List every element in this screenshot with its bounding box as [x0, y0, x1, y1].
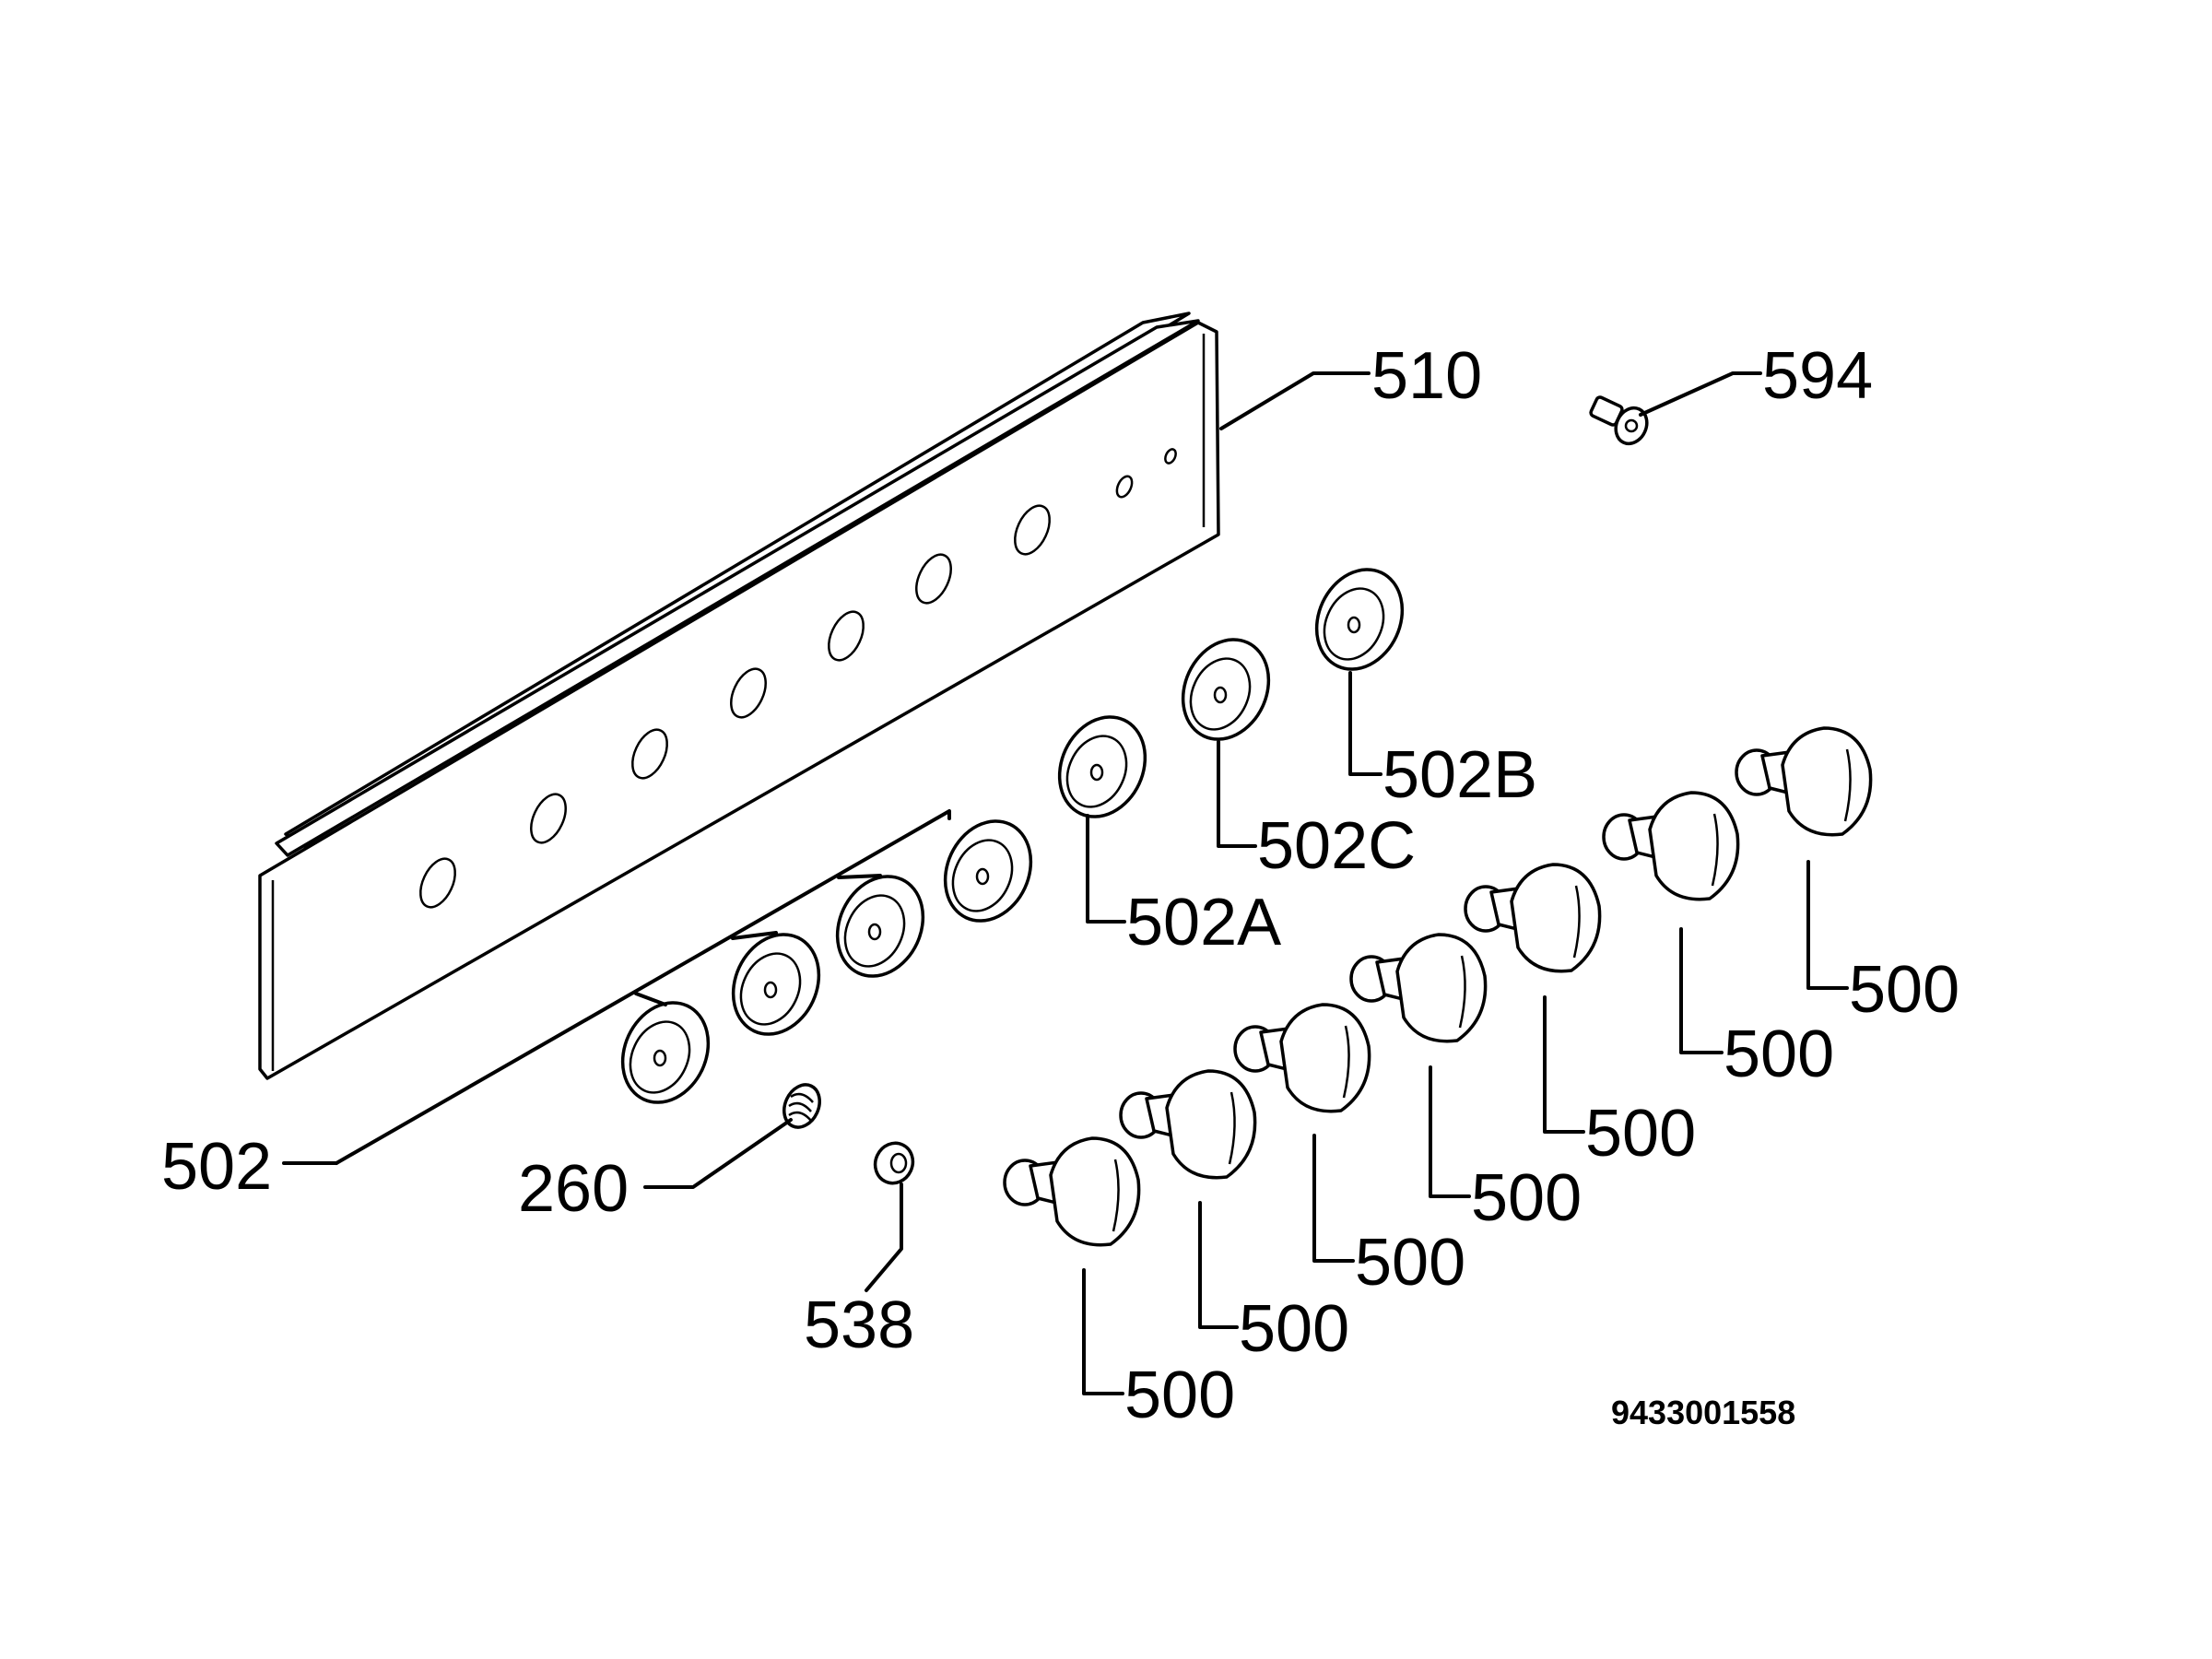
knob-500-3: [1233, 1003, 1371, 1113]
knob-500-7: [1735, 726, 1873, 837]
label-500-3: 500: [1355, 1226, 1465, 1300]
bezel-502a: [1057, 715, 1147, 818]
screw-594: [1589, 395, 1649, 446]
knob-500-6: [1602, 791, 1740, 901]
label-502: 502: [161, 1130, 272, 1204]
knob-500-1: [1003, 1136, 1141, 1247]
label-538: 538: [804, 1288, 914, 1362]
leader-lines: [282, 371, 1849, 1395]
knob-500-5: [1464, 863, 1602, 973]
document-number: 9433001558: [1611, 1394, 1795, 1431]
bezel-502c: [1181, 638, 1271, 741]
knob-500-2: [1119, 1069, 1257, 1180]
label-500-7: 500: [1849, 953, 1959, 1027]
label-500-1: 500: [1124, 1359, 1235, 1432]
label-502a: 502A: [1126, 886, 1281, 959]
label-502b: 502B: [1382, 738, 1537, 812]
label-500-4: 500: [1471, 1161, 1582, 1235]
bush-538: [873, 1141, 915, 1185]
control-panel-510: [258, 312, 1220, 1080]
label-502c: 502C: [1257, 809, 1416, 883]
label-594: 594: [1762, 339, 1873, 413]
label-500-5: 500: [1585, 1097, 1696, 1171]
label-510: 510: [1371, 339, 1482, 413]
label-500-6: 500: [1724, 1018, 1834, 1091]
knob-500-4: [1349, 933, 1488, 1043]
label-260: 260: [518, 1152, 629, 1226]
bezel-group-502: [335, 809, 1033, 1165]
label-500-2: 500: [1239, 1292, 1349, 1366]
bezel-502b: [1314, 568, 1405, 671]
spring-260: [782, 1083, 821, 1129]
